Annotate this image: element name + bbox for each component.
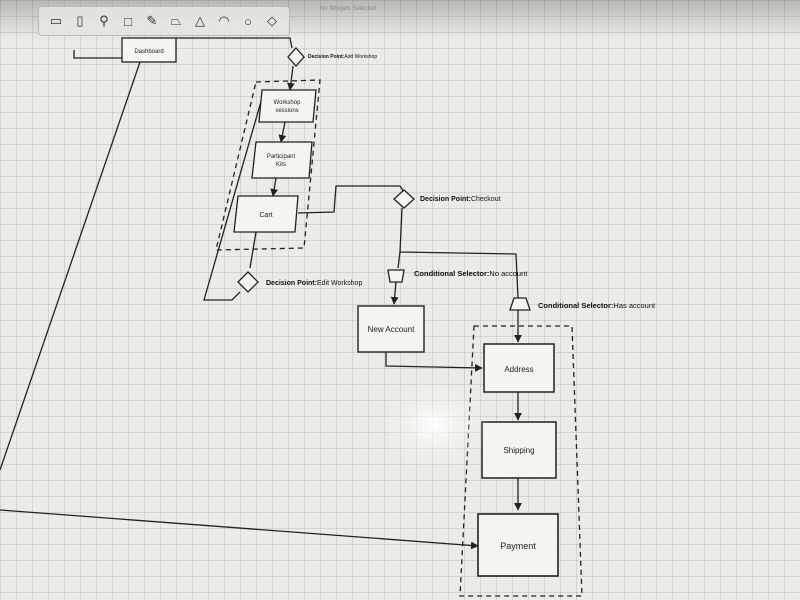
workshop-sessions-label-1: Workshop [274, 100, 302, 106]
semicircle-tool-icon[interactable]: ◠ [218, 13, 230, 28]
shipping-label: Shipping [503, 446, 534, 455]
decision-add-workshop-label: Decision Point:Add Workshop [308, 54, 377, 60]
decision-add-workshop-diamond[interactable] [287, 47, 305, 67]
decision-edit-workshop-label: Decision Point:Edit Workshop [266, 280, 362, 287]
group-workshop-cart [215, 79, 321, 251]
connector-no-account-new [390, 281, 399, 305]
rectangle-tool-icon[interactable]: ▭ [49, 13, 63, 28]
participant-kits-label-1: Participant [267, 154, 296, 160]
pencil-tool-icon[interactable]: ✎ [146, 13, 158, 28]
payment-node[interactable]: Payment [477, 513, 559, 577]
diamond-tool-icon[interactable]: ◇ [267, 13, 277, 28]
shape-toolbar: ▭ ▯ ⚲ □ ✎ ⏢ △ ◠ ○ ◇ [38, 6, 290, 36]
trapezoid-tool-icon[interactable]: ⏢ [170, 13, 182, 28]
selector-has-account-trapezoid[interactable] [509, 297, 531, 311]
workshop-sessions-node[interactable]: Workshop sessions [258, 89, 317, 123]
selector-no-account-label: Conditional Selector:No account [414, 269, 528, 278]
new-account-label: New Account [368, 325, 415, 334]
connector-start-dashboard [73, 50, 122, 59]
participant-kits-node[interactable]: Participant Kits [251, 141, 313, 179]
connector-branch-no-account [397, 251, 401, 269]
decision-checkout-diamond[interactable] [393, 189, 415, 209]
connector-workshop-participant [278, 121, 287, 143]
group-checkout [459, 325, 583, 597]
connector-dashboard-add-decision [176, 37, 293, 49]
person-tool-icon[interactable]: ⚲ [99, 13, 109, 28]
connector-cart-checkout [297, 185, 405, 214]
shipping-node[interactable]: Shipping [481, 421, 557, 479]
connector-edit-decision-loop [203, 97, 263, 301]
triangle-tool-icon[interactable]: △ [195, 13, 205, 28]
connector-new-account-address [385, 352, 483, 372]
document-title: No Widgets Selected [320, 6, 377, 12]
connector-participant-cart [270, 177, 279, 197]
workshop-sessions-label-2: sessions [275, 108, 298, 114]
selector-has-account-label: Conditional Selector:Has account [538, 301, 656, 310]
decision-edit-workshop-diamond[interactable] [237, 271, 259, 293]
address-label: Address [504, 365, 533, 374]
participant-kits-label-2: Kits [276, 162, 286, 168]
new-account-node[interactable]: New Account [357, 305, 425, 353]
connector-add-decision-workshop [287, 65, 295, 91]
connector-dashboard-payment [0, 61, 141, 471]
dashboard-node[interactable]: Dashboard [121, 37, 177, 63]
address-node[interactable]: Address [483, 343, 555, 393]
dashboard-label: Dashboard [134, 49, 163, 55]
connector-checkout-branch [399, 207, 519, 299]
square-tool-icon[interactable]: □ [124, 13, 132, 29]
circle-tool-icon[interactable]: ○ [244, 13, 252, 29]
decision-checkout-label: Decision Point:Checkout [420, 196, 501, 203]
connector-left-to-payment [0, 509, 479, 550]
cart-node[interactable]: Cart [233, 195, 299, 233]
cart-label: Cart [259, 212, 272, 219]
selector-no-account-trapezoid[interactable] [387, 269, 405, 283]
payment-label: Payment [500, 541, 536, 551]
connector-cart-edit-decision [249, 231, 257, 269]
page-tool-icon[interactable]: ▯ [76, 13, 84, 28]
connectors [0, 37, 522, 550]
